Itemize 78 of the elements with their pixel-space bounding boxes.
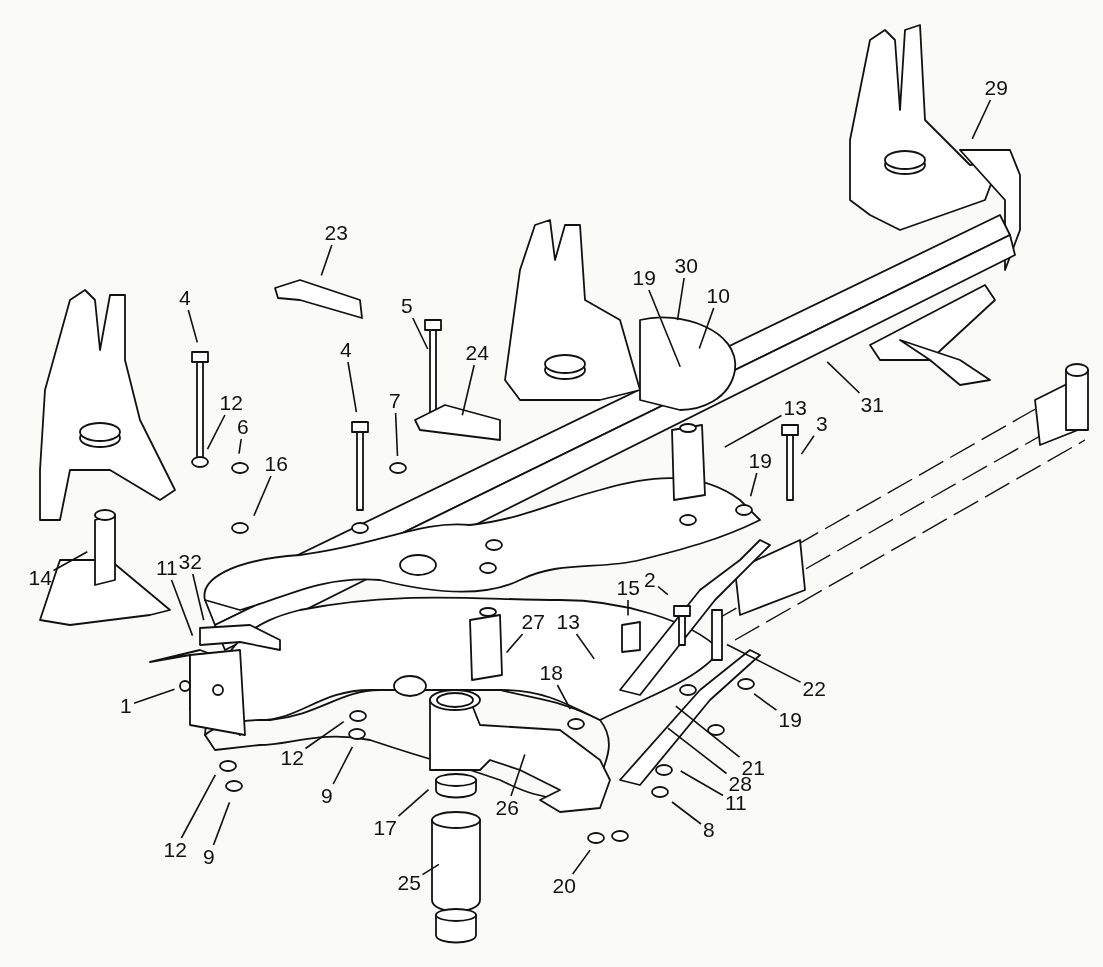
leader-line — [304, 720, 345, 750]
callout-number: 20 — [551, 875, 577, 897]
callout-number: 26 — [494, 797, 520, 819]
leader-line — [676, 277, 685, 321]
leader-line — [505, 633, 524, 654]
leader-line — [212, 801, 231, 846]
leader-line — [749, 472, 758, 498]
callout-number: 2 — [643, 569, 657, 591]
callout-number: 32 — [177, 551, 203, 573]
leader-line — [675, 705, 741, 758]
callout-number: 27 — [520, 611, 546, 633]
leader-line — [412, 317, 429, 350]
leader-line — [253, 475, 272, 517]
leader-line — [648, 289, 681, 368]
leader-line — [332, 746, 354, 785]
leader-line — [800, 434, 815, 455]
leader-line — [723, 414, 783, 448]
callout-number: 16 — [263, 453, 289, 475]
callout-number: 29 — [983, 77, 1009, 99]
leader-line — [206, 414, 226, 450]
callout-number: 22 — [801, 678, 827, 700]
leader-line — [52, 551, 89, 572]
callout-number: 7 — [388, 390, 402, 412]
leader-line — [679, 770, 724, 797]
leader-line — [971, 99, 992, 140]
callout-number: 13 — [782, 397, 808, 419]
callout-number: 4 — [339, 339, 353, 361]
callout-number: 12 — [162, 839, 188, 861]
leader-line — [671, 801, 702, 825]
leader-line — [826, 361, 861, 394]
callout-number: 24 — [464, 342, 490, 364]
leader-line — [753, 693, 778, 711]
leader-line — [726, 643, 802, 683]
leader-line — [627, 599, 629, 617]
leader-line — [238, 438, 242, 455]
callout-number: 12 — [279, 747, 305, 769]
leader-line — [320, 244, 333, 277]
callout-number: 6 — [236, 416, 250, 438]
callout-number: 14 — [27, 567, 53, 589]
leader-line — [421, 863, 440, 876]
leader-line — [510, 753, 526, 797]
leader-line — [347, 361, 358, 413]
callout-number: 31 — [859, 394, 885, 416]
callout-number: 17 — [372, 817, 398, 839]
callout-number: 9 — [320, 785, 334, 807]
callout-number: 3 — [815, 413, 829, 435]
callout-number: 12 — [218, 392, 244, 414]
callout-number: 1 — [119, 695, 133, 717]
leader-line — [192, 573, 205, 622]
leader-line — [698, 307, 715, 350]
callout-number: 19 — [631, 267, 657, 289]
callout-number: 9 — [202, 846, 216, 868]
leader-line — [575, 633, 595, 660]
callout-number: 8 — [702, 819, 716, 841]
leader-line — [170, 579, 194, 637]
leader-line — [180, 774, 217, 839]
leader-line — [571, 849, 591, 875]
leader-line — [187, 309, 199, 344]
callout-number: 19 — [777, 709, 803, 731]
callout-number: 30 — [673, 255, 699, 277]
callout-number: 13 — [555, 611, 581, 633]
leader-line — [133, 688, 176, 704]
leader-line — [667, 727, 728, 775]
leader-line — [394, 412, 399, 457]
callout-number: 19 — [747, 450, 773, 472]
leader-line — [461, 364, 475, 417]
callout-number: 11 — [155, 557, 179, 579]
callout-number: 15 — [615, 577, 641, 599]
callout-number: 25 — [396, 872, 422, 894]
leader-line — [397, 788, 430, 817]
callout-number: 18 — [538, 662, 564, 684]
leader-line — [657, 585, 669, 596]
callout-number: 11 — [724, 792, 748, 814]
callout-number: 10 — [705, 285, 731, 307]
callout-number: 4 — [178, 287, 192, 309]
leader-line — [556, 684, 572, 710]
callout-number: 5 — [400, 295, 414, 317]
callout-number: 23 — [323, 222, 349, 244]
